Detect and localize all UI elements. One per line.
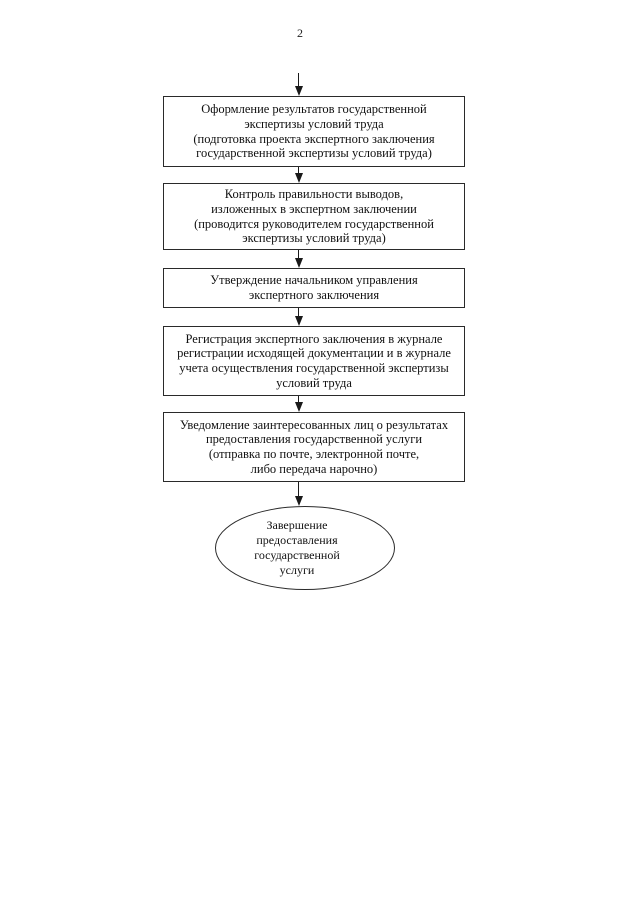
flow-down-arrow-icon [294, 482, 303, 506]
arrow-head [294, 316, 303, 326]
arrow-shaft [298, 73, 299, 86]
flow-terminator-completion: Завершение предоставления государственно… [215, 506, 395, 590]
flow-down-arrow-icon [294, 308, 303, 326]
arrow-head [294, 402, 303, 412]
flow-step-approval: Утверждение начальником управления экспе… [163, 268, 465, 308]
flow-down-arrow-icon [294, 73, 303, 96]
flow-terminator-line: предоставления [256, 533, 338, 547]
arrow-shaft [298, 308, 299, 316]
arrow-head [294, 258, 303, 268]
flow-terminator-line: услуги [279, 563, 315, 577]
flow-step-line: изложенных в экспертном заключении [211, 201, 417, 216]
flow-step-line: Регистрация экспертного заключения в жур… [185, 331, 443, 346]
flow-terminator-line: Завершение [266, 518, 328, 532]
arrow-head [294, 173, 303, 183]
flow-step-line: (проводится руководителем государственно… [194, 216, 434, 231]
flow-step-line: учета осуществления государственной эксп… [179, 361, 449, 375]
flow-step-line: экспертного заключения [248, 288, 380, 302]
flow-step-line: государственной экспертизы условий труда… [196, 146, 432, 161]
arrow-head [294, 86, 303, 96]
flow-step-line: предоставления государственной услуги [205, 432, 423, 447]
flow-step-conclusions-control: Контроль правильности выводов, изложенны… [163, 183, 465, 250]
flow-step-line: (отправка по почте, электронной почте, [208, 447, 420, 461]
arrow-shaft [298, 167, 299, 173]
arrow-shaft [298, 250, 299, 258]
flow-step-line: условий труда [276, 375, 352, 390]
flow-step-line: регистрации исходящей документации и в ж… [177, 346, 451, 361]
flow-down-arrow-icon [294, 167, 303, 183]
flow-step-results-registration: Оформление результатов государственной э… [163, 96, 465, 167]
arrow-shaft [298, 396, 299, 402]
flow-step-line: Утверждение начальником управления [210, 273, 418, 288]
page-number: 2 [297, 26, 303, 40]
flow-step-line: (подготовка проекта экспертного заключен… [193, 131, 435, 146]
flow-step-line: Контроль правильности выводов, [224, 187, 404, 202]
flow-terminator-line: государственной [254, 548, 340, 562]
flow-step-line: экспертизы условий труда) [242, 231, 386, 246]
flow-step-line: либо передача нарочно) [250, 461, 378, 476]
flow-down-arrow-icon [294, 396, 303, 412]
flow-step-line: экспертизы условий труда [244, 116, 384, 131]
flow-step-notification: Уведомление заинтересованных лиц о резул… [163, 412, 465, 482]
flow-step-line: Оформление результатов государственной [201, 102, 427, 117]
flow-step-journal-registration: Регистрация экспертного заключения в жур… [163, 326, 465, 396]
flow-step-line: Уведомление заинтересованных лиц о резул… [179, 417, 449, 432]
flow-down-arrow-icon [294, 250, 303, 268]
arrow-head [294, 496, 303, 506]
arrow-shaft [298, 482, 299, 496]
